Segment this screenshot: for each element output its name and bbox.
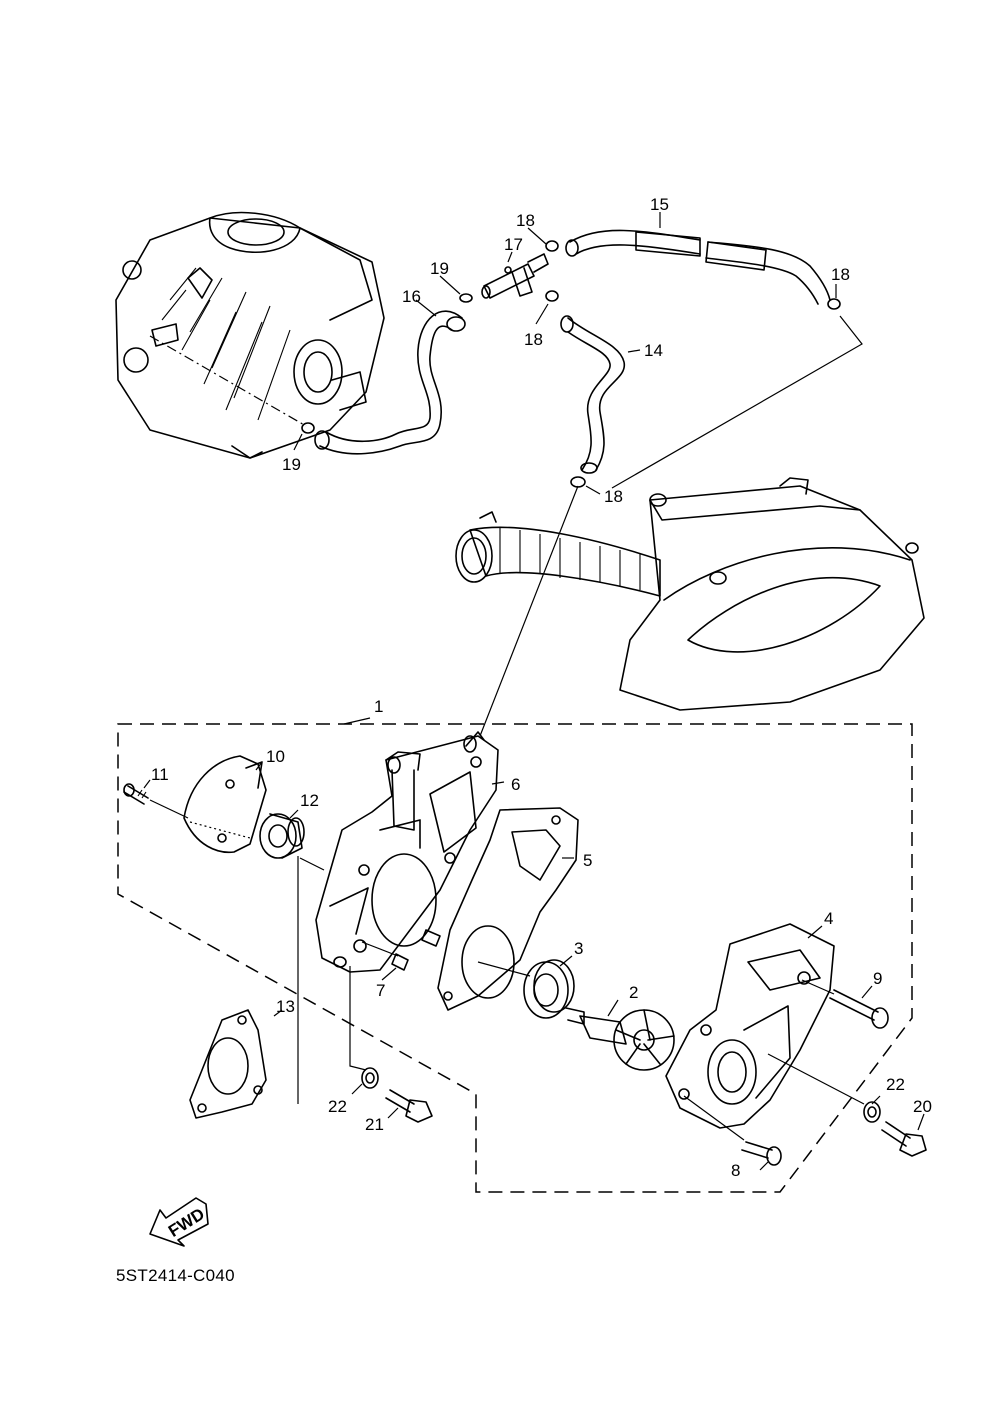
callout-18-b: 18 <box>524 330 543 349</box>
callout-22-a: 22 <box>328 1097 347 1116</box>
callout-3: 3 <box>574 939 583 958</box>
callout-1: 1 <box>374 697 383 716</box>
callout-5: 5 <box>583 851 592 870</box>
callout-19-b: 19 <box>282 455 301 474</box>
air-filter-case-drawing <box>619 477 925 711</box>
hose-clamp-19 <box>301 293 473 434</box>
cover-bolt-8-line <box>683 1095 745 1141</box>
washer-22-right <box>863 1101 881 1123</box>
gasket-5 <box>437 807 579 1011</box>
impeller-shaft-2 <box>565 1007 675 1071</box>
callout-18-a: 18 <box>516 211 535 230</box>
bolt-11 <box>123 783 149 805</box>
housing-6-line <box>299 857 325 871</box>
intake-duct-drawing <box>455 511 661 597</box>
gasket-13 <box>189 1009 267 1119</box>
callout-8: 8 <box>731 1161 740 1180</box>
callout-15: 15 <box>650 195 669 214</box>
callout-12: 12 <box>300 791 319 810</box>
callout-18-c: 18 <box>831 265 850 284</box>
callout-17: 17 <box>504 235 523 254</box>
water-pump-housing-6 <box>315 731 499 973</box>
callout-14: 14 <box>644 341 663 360</box>
callout-22-b: 22 <box>886 1075 905 1094</box>
bearing-12 <box>259 813 305 859</box>
washer-22-line <box>349 966 367 1071</box>
hose-16 <box>314 310 466 455</box>
hose-14 <box>560 315 625 474</box>
callout-18-d: 18 <box>604 487 623 506</box>
callout-13: 13 <box>276 997 295 1016</box>
bolt-8 <box>741 1141 782 1166</box>
pin-line <box>361 941 399 957</box>
callout-9: 9 <box>873 969 882 988</box>
callout-7: 7 <box>376 981 385 1000</box>
washer-22-left <box>361 1067 379 1089</box>
callout-2: 2 <box>629 983 638 1002</box>
callout-10: 10 <box>266 747 285 766</box>
diagram-reference-code: 5ST2414-C040 <box>116 1266 235 1285</box>
callout-leaders <box>143 212 925 1171</box>
plate-10-hidden-line <box>189 821 251 839</box>
dowel-pin-7 <box>391 929 441 971</box>
hose-route-line-2 <box>479 485 579 737</box>
callout-20: 20 <box>913 1097 932 1116</box>
callout-11: 11 <box>151 765 169 784</box>
cylinder-head-drawing <box>115 211 385 459</box>
cover-bolt-line <box>767 1053 865 1105</box>
cover-bolt-9-line <box>801 979 835 995</box>
water-pump-cover-4 <box>665 923 835 1129</box>
callout-16: 16 <box>402 287 421 306</box>
plate-10 <box>183 755 267 854</box>
bolt-11-line <box>149 799 189 819</box>
hose-route-line <box>611 315 863 489</box>
callout-6: 6 <box>511 775 520 794</box>
oil-seal-3 <box>523 959 575 1019</box>
joint-17 <box>481 253 549 299</box>
callout-4: 4 <box>824 909 833 928</box>
callout-21: 21 <box>365 1115 384 1134</box>
bolt-9 <box>829 989 889 1029</box>
assembly-1-boundary <box>117 723 913 1193</box>
seal-axis-line <box>477 961 531 977</box>
bolt-20 <box>881 1121 927 1157</box>
callout-19-a: 19 <box>430 259 449 278</box>
hose-15 <box>565 229 831 305</box>
callout-labels: 1 2 3 4 5 6 7 8 9 10 11 12 13 14 15 16 1… <box>151 195 932 1180</box>
bolt-21 <box>385 1089 433 1123</box>
fwd-arrow-icon: FWD <box>149 1197 209 1247</box>
